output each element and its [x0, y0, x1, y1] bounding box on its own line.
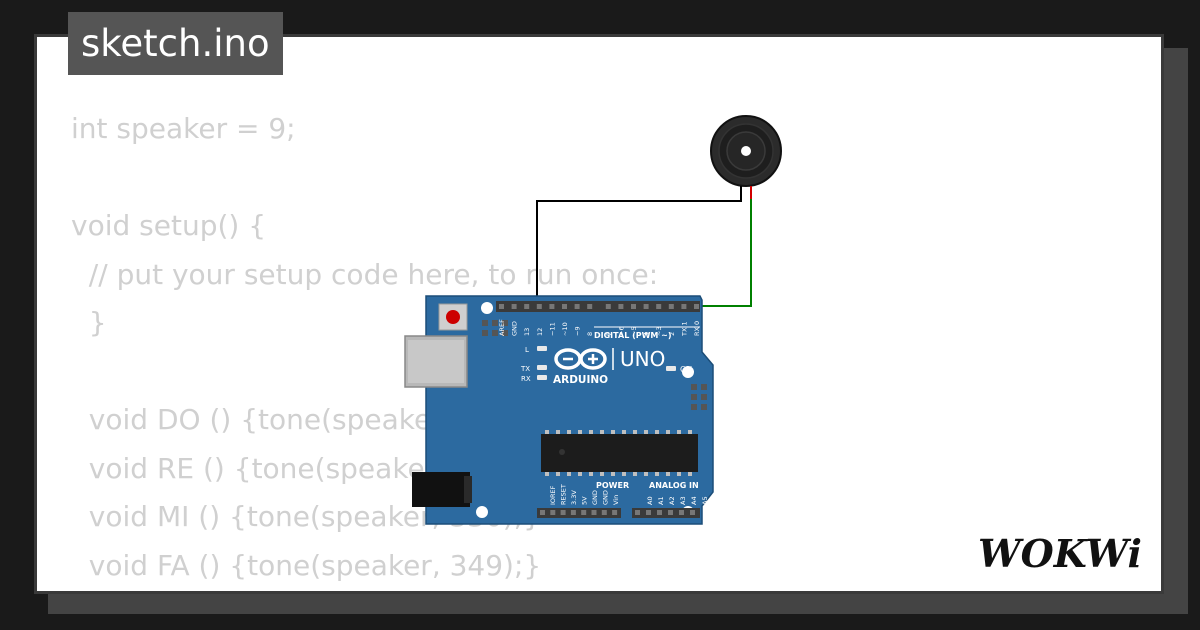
- digital-pin[interactable]: [587, 304, 593, 309]
- analog-label: ANALOG IN: [649, 481, 699, 490]
- led-label-on: ON: [680, 365, 692, 374]
- led-label-l: L: [525, 346, 529, 354]
- power-pin[interactable]: [540, 510, 545, 515]
- digital-pin-label: ~3: [655, 326, 663, 336]
- power-pin[interactable]: [612, 510, 618, 515]
- digital-pin-label: ~11: [548, 322, 556, 336]
- code-preview: int speaker = 9; void setup() { // put yo…: [71, 105, 659, 591]
- analog-header: [632, 508, 700, 518]
- code-line: void FA () {tone(speaker, 349);}: [71, 548, 542, 582]
- digital-pin-label: 13: [523, 328, 531, 336]
- power-pin[interactable]: [601, 510, 607, 515]
- analog-pin[interactable]: [679, 510, 684, 515]
- digital-pin[interactable]: [643, 304, 649, 309]
- digital-label: DIGITAL (PWM ~): [594, 331, 672, 340]
- digital-pin[interactable]: [499, 304, 504, 309]
- digital-pin[interactable]: [562, 304, 567, 309]
- code-line: // put your setup code here, to run once…: [71, 257, 659, 291]
- digital-pin-label: RX 0: [693, 321, 701, 336]
- digital-pin[interactable]: [605, 304, 611, 309]
- digital-pin-label: AREF: [498, 319, 506, 336]
- analog-pin[interactable]: [690, 510, 695, 515]
- led-label-rx: RX: [521, 375, 531, 383]
- power-pin-label: Vin: [612, 495, 620, 505]
- digital-pin-label: TX 1: [680, 321, 688, 337]
- analog-pin-label: A5: [701, 496, 709, 505]
- digital-pin-label: ~6: [617, 326, 625, 336]
- power-label: POWER: [596, 481, 629, 490]
- power-pin-label: IOREF: [549, 485, 557, 505]
- analog-pin-label: A1: [657, 496, 665, 505]
- analog-pin-label: A2: [668, 496, 676, 505]
- digital-pin-label: 7: [605, 332, 613, 336]
- power-pin-label: GND: [602, 490, 610, 505]
- digital-pin-label: ~10: [561, 322, 569, 336]
- power-pin[interactable]: [560, 510, 566, 515]
- file-tab[interactable]: sketch.ino: [68, 12, 283, 75]
- digital-pin[interactable]: [681, 304, 687, 309]
- power-pin[interactable]: [591, 510, 597, 515]
- file-tab-label: sketch.ino: [81, 22, 270, 65]
- digital-pin-label: 12: [536, 328, 544, 336]
- power-pin[interactable]: [581, 510, 587, 515]
- power-jack: [412, 472, 470, 507]
- wire-gnd[interactable]: [536, 199, 742, 306]
- digital-pin[interactable]: [524, 304, 530, 309]
- analog-pin[interactable]: [668, 510, 673, 515]
- analog-pin-label: A4: [690, 496, 698, 505]
- digital-pin-label: 4: [643, 332, 651, 336]
- digital-pin[interactable]: [549, 304, 555, 309]
- code-line: }: [71, 306, 107, 339]
- microcontroller-chip: [541, 430, 698, 476]
- digital-pin[interactable]: [656, 304, 662, 309]
- digital-pin-label: GND: [511, 321, 519, 336]
- digital-pin-label: 8: [586, 332, 594, 336]
- analog-pin-label: A3: [679, 496, 687, 505]
- digital-pin[interactable]: [536, 304, 542, 309]
- arduino-uno-board[interactable]: AREF GND 13 12 ~11 ~10 ~9 8 7 ~6 ~5 4 ~3 2 TX 1 RX 0 DI…: [404, 295, 714, 525]
- wire-signal[interactable]: [588, 199, 752, 307]
- led-label-tx: TX: [520, 365, 530, 373]
- analog-pin[interactable]: [657, 510, 662, 515]
- digital-pin[interactable]: [668, 304, 674, 309]
- power-pin[interactable]: [550, 510, 556, 515]
- digital-pin-label: ~5: [630, 326, 638, 336]
- analog-pin-label: A0: [646, 496, 654, 505]
- code-line: void setup() {: [71, 209, 267, 242]
- power-pin-label: 5V: [581, 496, 589, 505]
- power-pin-label: 3.3V: [570, 490, 578, 505]
- power-pin-label: RESET: [560, 484, 568, 505]
- power-pin[interactable]: [570, 510, 576, 515]
- digital-pin-label: 2: [668, 332, 676, 336]
- power-header: [537, 508, 621, 518]
- digital-pin[interactable]: [694, 304, 699, 309]
- digital-pin[interactable]: [631, 304, 636, 309]
- arduino-logo-icon: [554, 348, 607, 370]
- board-model: UNO: [620, 347, 665, 371]
- digital-pin[interactable]: [618, 304, 624, 309]
- digital-pin-label: ~9: [574, 326, 582, 336]
- code-line: int speaker = 9;: [71, 112, 296, 145]
- wokwi-logo-text: WOKWi: [978, 531, 1142, 576]
- analog-pin[interactable]: [646, 510, 651, 515]
- piezo-buzzer-icon[interactable]: [710, 115, 782, 199]
- analog-pin[interactable]: [635, 510, 640, 515]
- digital-pin[interactable]: [511, 304, 517, 309]
- power-pin-label: GND: [591, 490, 599, 505]
- digital-header: [496, 301, 700, 312]
- wokwi-logo-icon: WOKWi: [978, 531, 1142, 576]
- digital-pin[interactable]: [574, 304, 580, 309]
- board-brand: ARDUINO: [553, 374, 608, 386]
